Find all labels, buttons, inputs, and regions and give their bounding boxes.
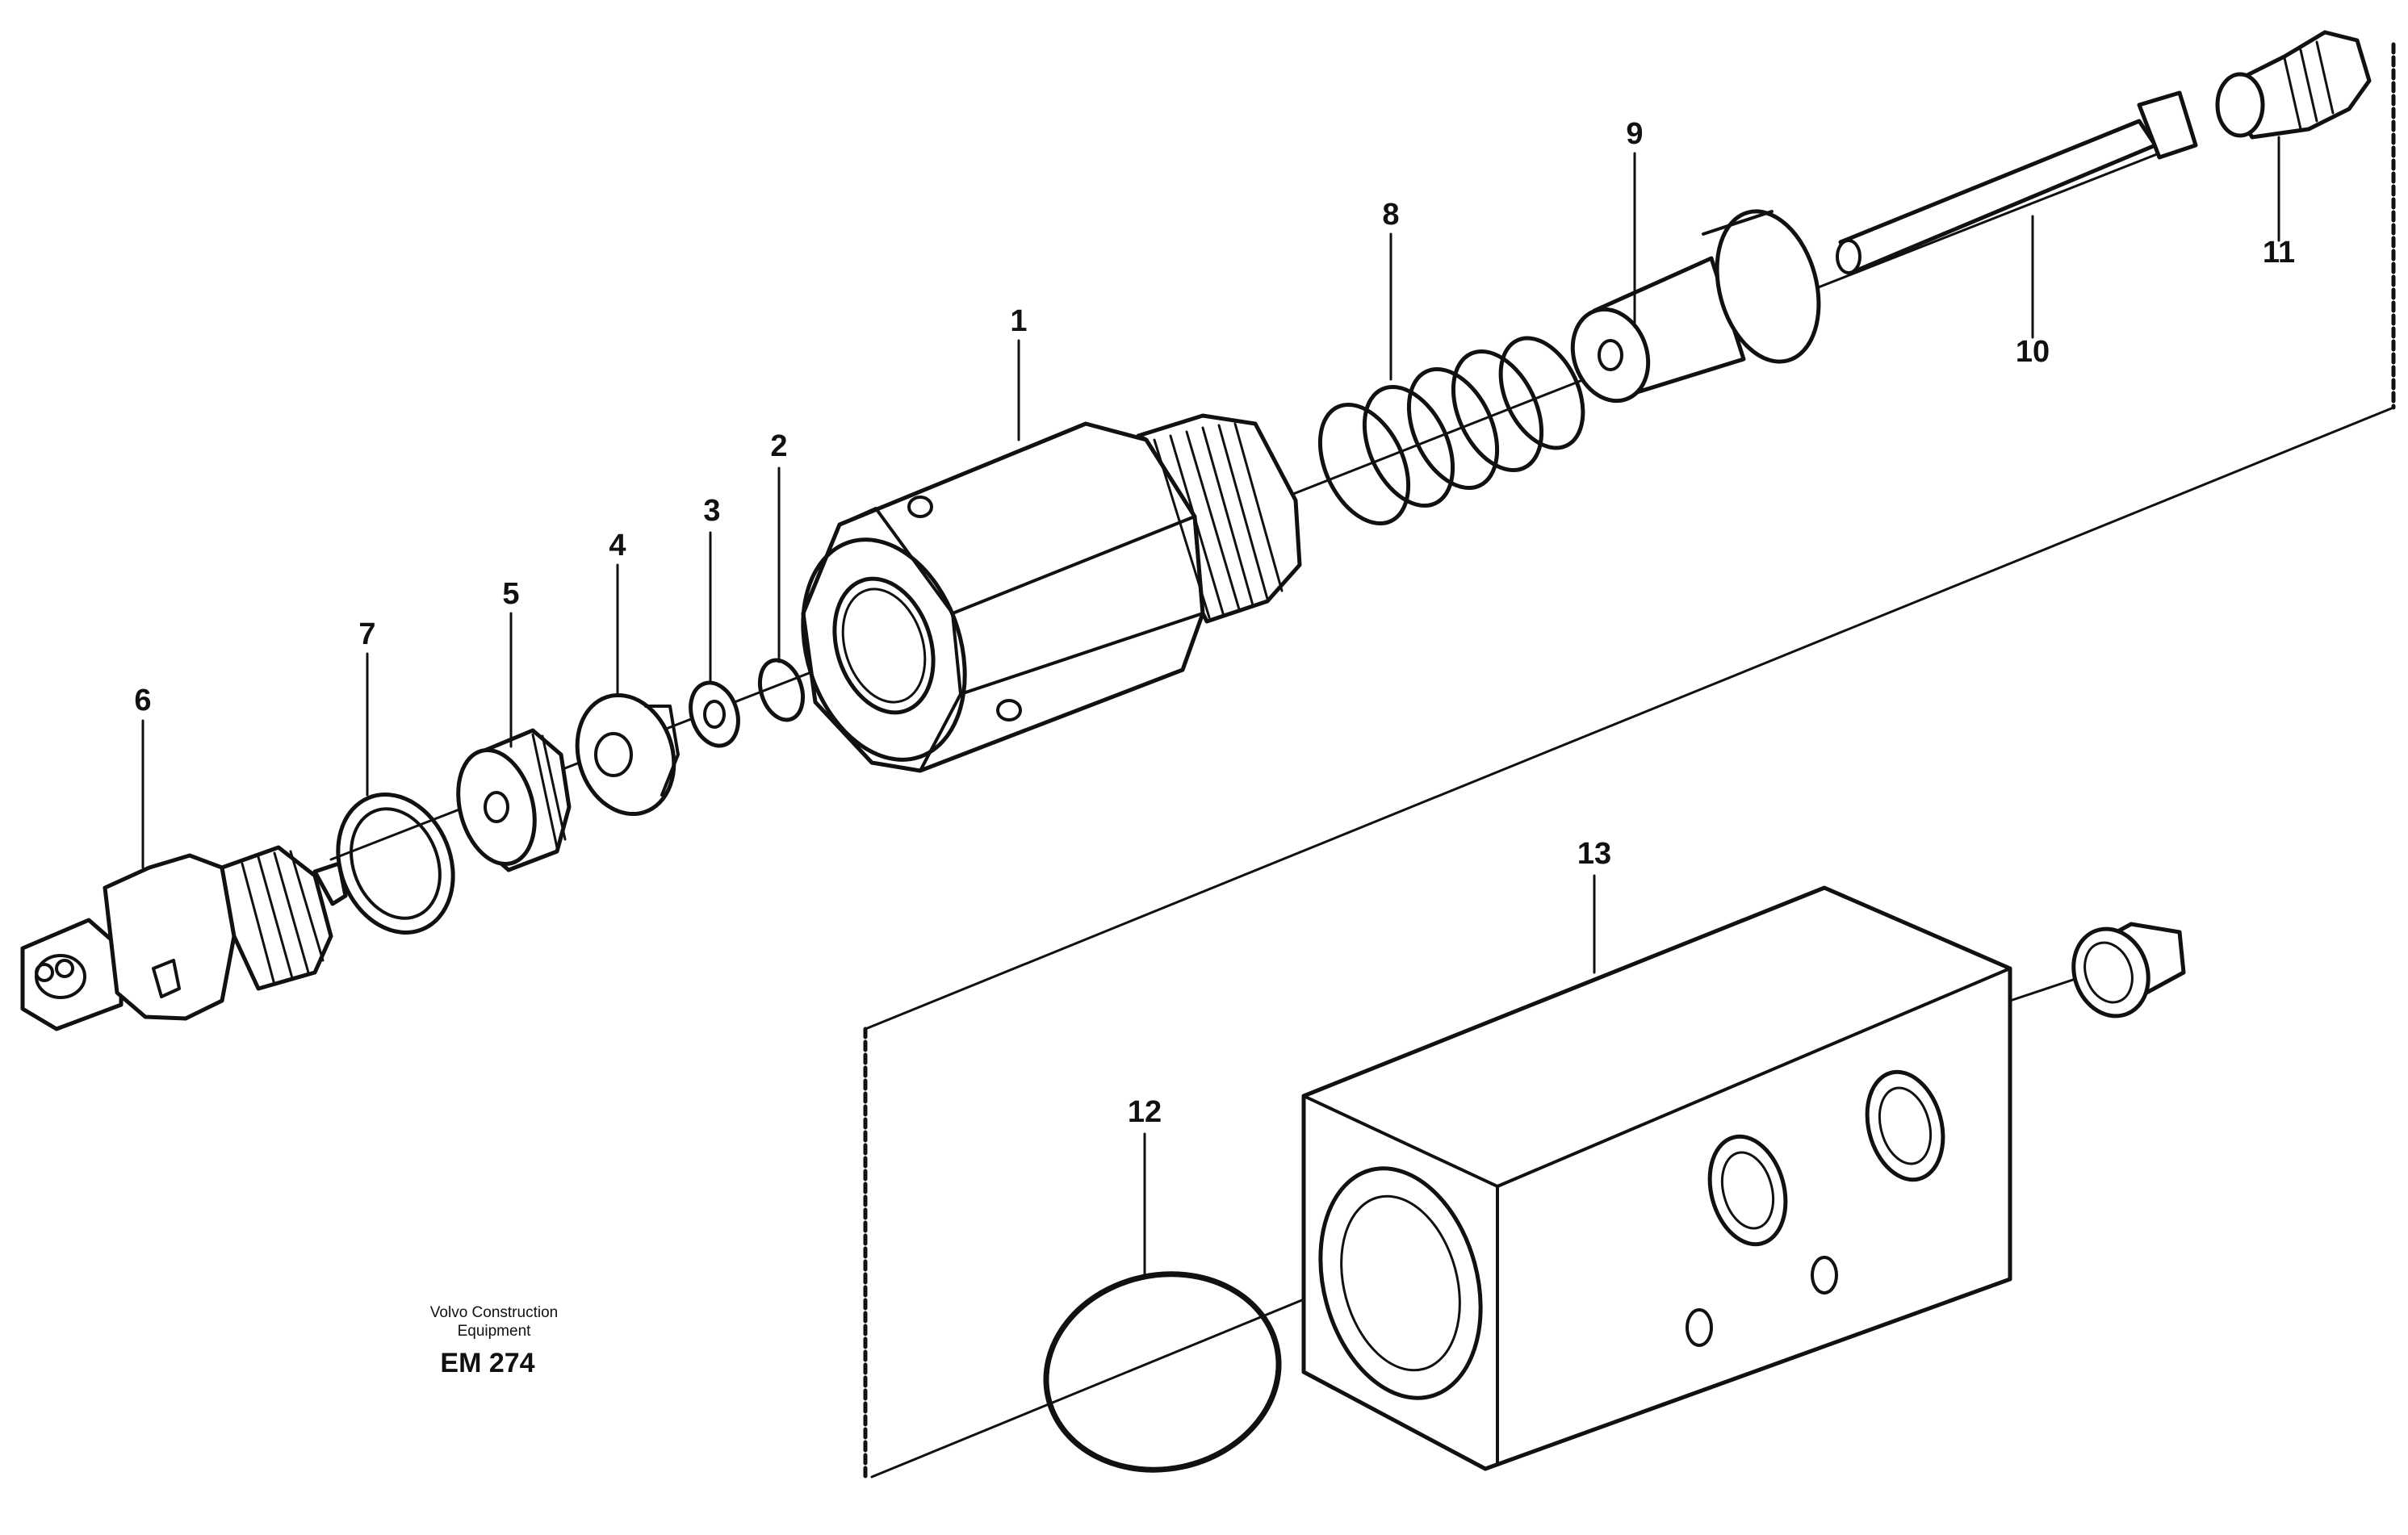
block-plug [2071,922,2186,1018]
part-13-valve-block [1301,885,2012,1471]
part-9-spool [1570,209,1821,404]
callout-5: 5 [502,577,519,611]
caption-company-line2: Equipment [458,1323,532,1340]
part-11-end-plug [2215,30,2372,140]
callout-4: 4 [609,529,626,563]
callout-2: 2 [770,429,787,463]
callout-9: 9 [1626,117,1643,151]
caption: Volvo Construction Equipment EM 274 [430,1304,558,1378]
part-8-spring [1317,336,1585,526]
part-3-washer [689,680,740,748]
callout-3: 3 [703,494,720,528]
caption-figure-code: EM 274 [440,1348,534,1378]
part-10-rod [1836,90,2198,274]
part-6-sensor [20,845,348,1031]
callout-10: 10 [2016,335,2050,369]
callout-12: 12 [1128,1095,1162,1129]
callout-8: 8 [1382,198,1399,232]
callout-13: 13 [1577,837,1611,871]
callout-6: 6 [134,684,151,717]
callout-7: 7 [358,617,375,651]
part-5-nut [456,728,572,872]
callout-labels: 1 2 3 4 5 6 7 8 9 10 11 12 13 [134,117,2295,1129]
part-1-valve-body [801,413,1302,773]
part-4-washer [575,692,680,817]
leader-lines [141,136,2280,1277]
part-2-o-ring [757,658,806,722]
assembly-bracket [863,42,2396,1483]
callout-1: 1 [1010,304,1027,338]
part-7-seal-ring [336,793,455,935]
caption-company-line1: Volvo Construction [430,1304,558,1321]
callout-11: 11 [2263,236,2295,270]
part-12-o-ring [1043,1271,1282,1473]
